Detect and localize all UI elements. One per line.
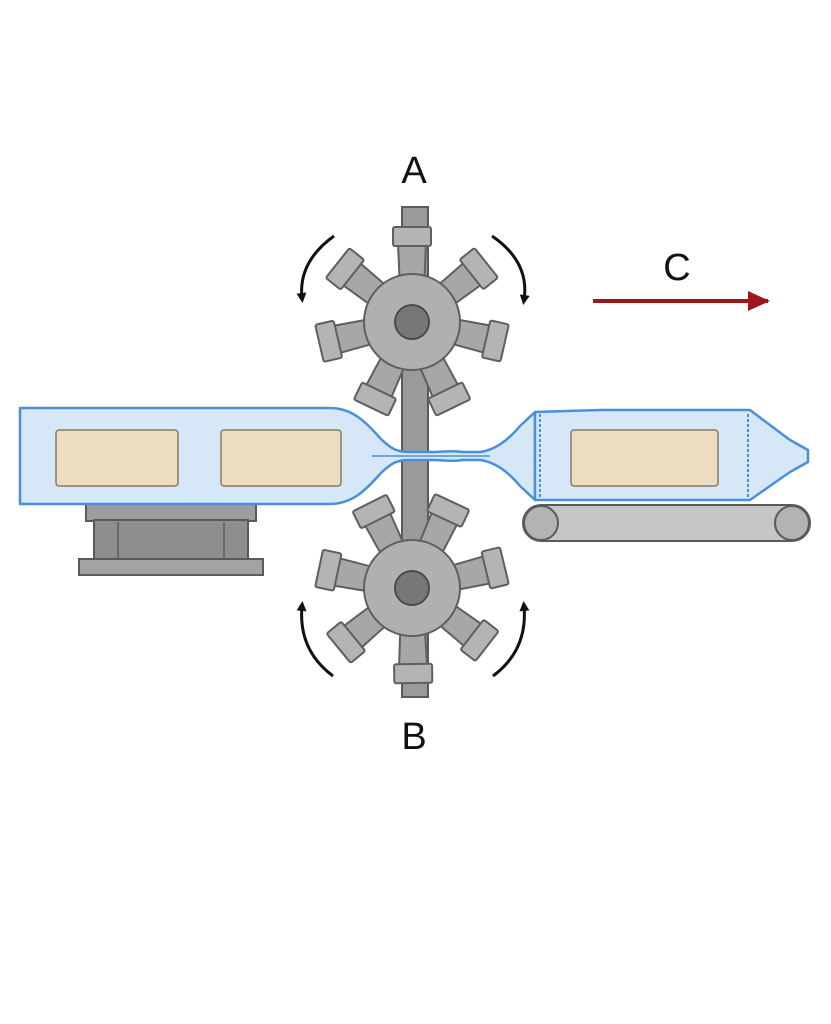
product-3 xyxy=(570,429,719,487)
rotation-arrow-bottom-left xyxy=(296,601,334,678)
rotation-arrow-top-right xyxy=(491,234,530,305)
label-direction: C xyxy=(663,247,690,289)
product-2 xyxy=(220,429,342,487)
label-top-wheel: A xyxy=(401,150,427,192)
top-seal-wheel xyxy=(314,226,510,417)
bottom-seal-wheel xyxy=(314,492,510,685)
rotation-arrow-bottom-right xyxy=(492,601,530,678)
rotation-arrow-top-left xyxy=(296,234,335,303)
label-bottom-wheel: B xyxy=(401,716,426,758)
product-1 xyxy=(55,429,179,487)
feed-platform xyxy=(78,502,264,576)
output-conveyor xyxy=(522,504,811,542)
